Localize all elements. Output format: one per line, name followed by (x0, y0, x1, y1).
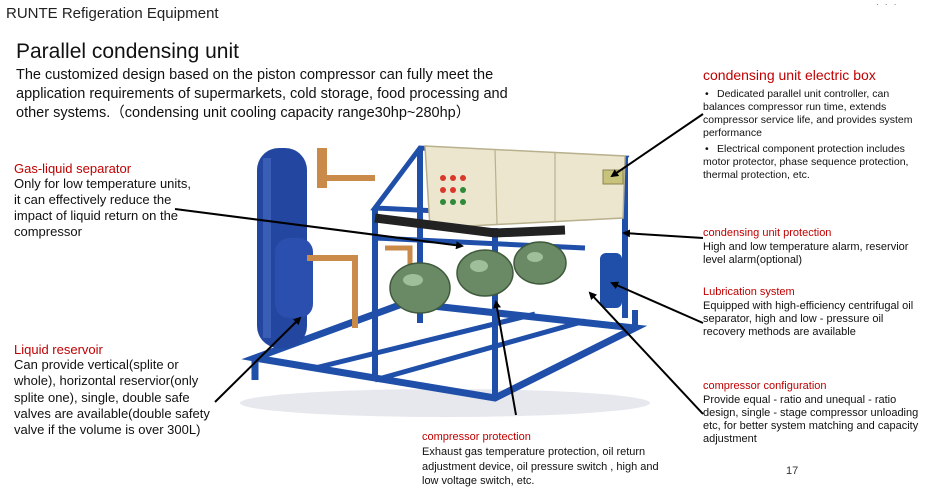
compressor-configuration-text: Provide equal - ratio and unequal - rati… (703, 394, 919, 445)
unit-protection-title: condensing unit protection (703, 227, 832, 239)
electric-box-item-text: Dedicated parallel unit controller, can … (703, 88, 913, 139)
bullet-icon: • (705, 143, 709, 155)
compressor-protection-text: Exhaust gas temperature protection, oil … (422, 446, 659, 487)
compressor-configuration-title: compressor configuration (703, 380, 827, 392)
page-title: Parallel condensing unit (16, 40, 239, 63)
liquid-reservoir-callout: Liquid reservoir Can provide vertical(sp… (14, 342, 224, 438)
unit-protection-text: High and low temperature alarm, reservio… (703, 241, 909, 266)
lubrication-callout: Lubrication system Equipped with high-ef… (703, 285, 928, 339)
unit-protection-callout: condensing unit protection High and low … (703, 226, 928, 267)
lubrication-text: Equipped with high-efficiency centrifuga… (703, 300, 914, 338)
electric-box-item-text: Electrical component protection includes… (703, 143, 909, 181)
page-number: 17 (786, 465, 799, 477)
liquid-reservoir-title: Liquid reservoir (14, 342, 103, 357)
compressor-configuration-callout: compressor configuration Provide equal -… (703, 379, 928, 446)
liquid-reservoir-text: Can provide vertical(splite or whole), h… (14, 357, 210, 438)
condensing-unit-illustration (240, 145, 650, 417)
compressor-protection-title: compressor protection (422, 431, 531, 443)
electric-box-item: •Dedicated parallel unit controller, can… (703, 88, 928, 140)
electric-box-callout: condensing unit electric box •Dedicated … (703, 67, 928, 185)
lubrication-title: Lubrication system (703, 286, 795, 298)
intro-paragraph: The customized design based on the pisto… (16, 67, 508, 121)
electric-box-list: •Dedicated parallel unit controller, can… (703, 88, 928, 182)
gas-liquid-separator-callout: Gas-liquid separator Only for low temper… (14, 161, 194, 240)
compressor-protection-callout: compressor protection Exhaust gas temper… (422, 430, 662, 489)
electric-box-item: •Electrical component protection include… (703, 143, 928, 182)
brand-name: RUNTE Refigeration Equipment (6, 5, 219, 22)
gas-liquid-separator-title: Gas-liquid separator (14, 161, 132, 176)
gas-liquid-separator-text: Only for low temperature units, it can e… (14, 176, 192, 239)
corner-mark: · · · (876, 0, 899, 9)
bullet-icon: • (705, 88, 709, 100)
electric-box-title: condensing unit electric box (703, 67, 876, 83)
